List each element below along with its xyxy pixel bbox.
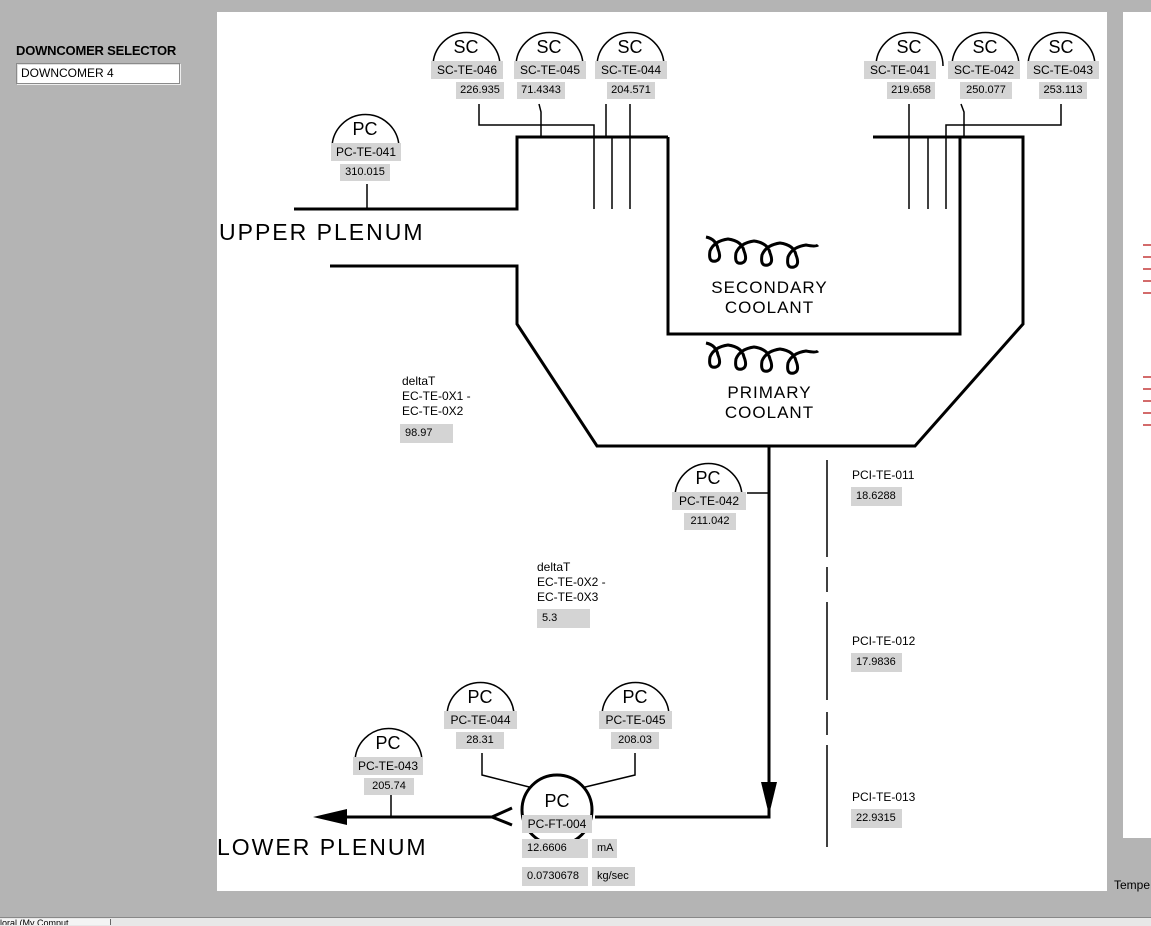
downcomer-pipe (595, 446, 771, 819)
bubble-sc-te-043 (1027, 31, 1096, 67)
right-panel-label: Tempe (1114, 878, 1151, 892)
bubble-pc-te-043 (354, 727, 423, 763)
sc-te-042-type: SC (972, 37, 998, 57)
sc-te-041-type: SC (896, 37, 922, 57)
pci-te-011-tag: PCI-TE-011 (852, 468, 915, 482)
upper-plenum-label: UPPER PLENUM (219, 219, 425, 245)
bubble-sc-te-046 (432, 31, 501, 67)
pc-te-041-value: 310.015 (340, 164, 390, 181)
sc-te-042-value: 250.077 (960, 82, 1012, 99)
sc-te-044-tag: SC-TE-044 (595, 61, 667, 79)
bubble-pc-te-044 (446, 681, 515, 717)
sc-te-044-value: 204.571 (607, 82, 655, 99)
downcomer-selector-field[interactable]: DOWNCOMER 4 (16, 63, 180, 84)
primary-coil-icon (705, 341, 820, 375)
secondary-coil-icon (705, 235, 820, 269)
bubble-sc-te-045 (515, 31, 584, 67)
pc-ft-004-ma-value: 12.6606 (522, 839, 588, 858)
right-panel (1123, 12, 1151, 838)
sc-te-046-tag: SC-TE-046 (431, 61, 503, 79)
lower-plenum-arrow-icon (313, 809, 347, 825)
diagram-canvas: SC SC SC SC SC SC PC PC PC PC PC PC SC-T… (217, 12, 1107, 891)
pc-te-042-type: PC (695, 468, 721, 488)
primary-vessel-outline (330, 135, 1025, 448)
pc-te-045-type: PC (622, 687, 648, 707)
pci-te-013-tag: PCI-TE-013 (852, 790, 916, 804)
sc-te-046-value: 226.935 (456, 82, 504, 99)
secondary-tank-outline (666, 137, 962, 336)
downcomer-selector-label: DOWNCOMER SELECTOR (16, 43, 177, 58)
pc-te-045-value: 208.03 (611, 732, 659, 749)
sc-te-045-type: SC (536, 37, 562, 57)
lower-plenum-label: LOWER PLENUM (217, 834, 428, 860)
sc-te-045-tag: SC-TE-045 (514, 61, 586, 79)
pc-ft-004-type: PC (544, 791, 570, 811)
pc-te-041-type: PC (352, 119, 378, 139)
bubble-pc-te-041 (331, 113, 400, 149)
pci-te-013-value: 22.9315 (851, 809, 902, 828)
pci-te-011-value: 18.6288 (851, 487, 902, 506)
bubble-sc-te-044 (596, 31, 665, 67)
pc-te-041-tag: PC-TE-041 (331, 143, 401, 161)
sc-te-044-type: SC (617, 37, 643, 57)
bubble-sc-te-041 (875, 31, 944, 67)
sc-te-045-value: 71.4343 (517, 82, 565, 99)
bubble-pc-te-045 (601, 681, 670, 717)
sc-te-043-value: 253.113 (1039, 82, 1087, 99)
pc-te-044-tag: PC-TE-044 (444, 711, 517, 729)
pc-ft-004-ma-unit: mA (592, 839, 617, 858)
sc-te-041-tag: SC-TE-041 (864, 61, 936, 79)
pc-te-043-tag: PC-TE-043 (353, 757, 423, 775)
pc-ft-004-flow-value: 0.0730678 (522, 867, 588, 886)
sc-te-043-tag: SC-TE-043 (1027, 61, 1099, 79)
sc-te-041-value: 219.658 (887, 82, 935, 99)
delta-t-1-value: 98.97 (400, 424, 453, 443)
sc-te-043-type: SC (1048, 37, 1074, 57)
pc-te-043-type: PC (375, 733, 401, 753)
pc-ft-004-flow-unit: kg/sec (592, 867, 635, 886)
sc-te-046-type: SC (453, 37, 479, 57)
delta-t-2-value: 5.3 (537, 609, 590, 628)
sc-te-042-tag: SC-TE-042 (948, 61, 1020, 79)
bubble-sc-te-042 (951, 31, 1020, 67)
pc-te-045-tag: PC-TE-045 (599, 711, 672, 729)
status-bar (0, 917, 1151, 926)
status-tab[interactable]: loral (My Comput (0, 919, 111, 925)
bubble-pc-te-042 (674, 462, 743, 498)
downcomer-arrow-icon (761, 782, 777, 815)
pc-te-043-value: 205.74 (364, 778, 414, 795)
pc-te-044-value: 28.31 (456, 732, 504, 749)
pci-te-012-tag: PCI-TE-012 (852, 634, 916, 648)
pc-te-044-type: PC (467, 687, 493, 707)
pci-te-012-value: 17.9836 (851, 653, 902, 672)
pc-te-042-value: 211.042 (684, 513, 736, 530)
pc-ft-004-tag: PC-FT-004 (522, 815, 592, 833)
pc-te-042-tag: PC-TE-042 (672, 492, 746, 510)
